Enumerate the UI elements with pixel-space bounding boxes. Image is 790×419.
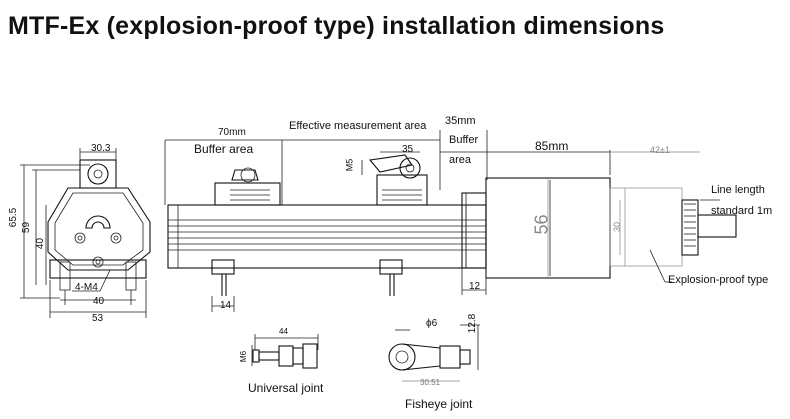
dim-85mm: 85mm — [535, 139, 569, 153]
line-length-label-line2: standard 1m — [711, 205, 773, 217]
line-length-label-line1: Line length — [711, 184, 765, 196]
universal-joint-drawing — [251, 334, 319, 369]
dim-35: 35 — [402, 144, 414, 155]
dim-40-horizontal: 40 — [93, 296, 105, 307]
dim-30-3: 30.3 — [91, 143, 111, 154]
dim-m5: M5 — [344, 158, 355, 172]
page-title: MTF-Ex (explosion-proof type) installati… — [8, 12, 665, 40]
dim-42: 42±1 — [650, 145, 670, 155]
side-view — [164, 130, 737, 312]
dim-59: 59 — [21, 221, 33, 234]
fisheye-joint-drawing — [388, 324, 480, 382]
dim-53: 53 — [92, 313, 104, 324]
explosion-proof-type-label: Explosion-proof type — [668, 274, 769, 286]
dim-30: 30 — [612, 221, 623, 233]
dim-12: 12 — [469, 281, 481, 292]
buffer-area-right-label-line2: area — [449, 154, 472, 166]
end-view — [20, 148, 151, 318]
buffer-area-right-label-line1: Buffer — [449, 134, 479, 146]
dim-40-vertical: 40 — [35, 237, 47, 250]
dim-14: 14 — [220, 300, 232, 311]
dim-35mm: 35mm — [445, 115, 476, 127]
dim-56: 56 — [531, 214, 552, 235]
buffer-area-left-label: Buffer area — [194, 142, 254, 156]
effective-measurement-area-label: Effective measurement area — [289, 120, 427, 132]
dim-44: 44 — [279, 327, 288, 336]
dim-m6: M6 — [239, 350, 249, 363]
dim-70mm: 70mm — [218, 127, 246, 138]
dim-30-51: 30.51 — [420, 378, 441, 387]
fisheye-joint-label: Fisheye joint — [405, 397, 473, 411]
dim-phi6: ϕ6 — [426, 318, 438, 329]
universal-joint-label: Universal joint — [248, 381, 324, 395]
dim-4-m4: 4-M4 — [75, 282, 98, 293]
dim-65-5: 65.5 — [8, 207, 20, 228]
dim-12-8: 12.8 — [467, 313, 479, 334]
